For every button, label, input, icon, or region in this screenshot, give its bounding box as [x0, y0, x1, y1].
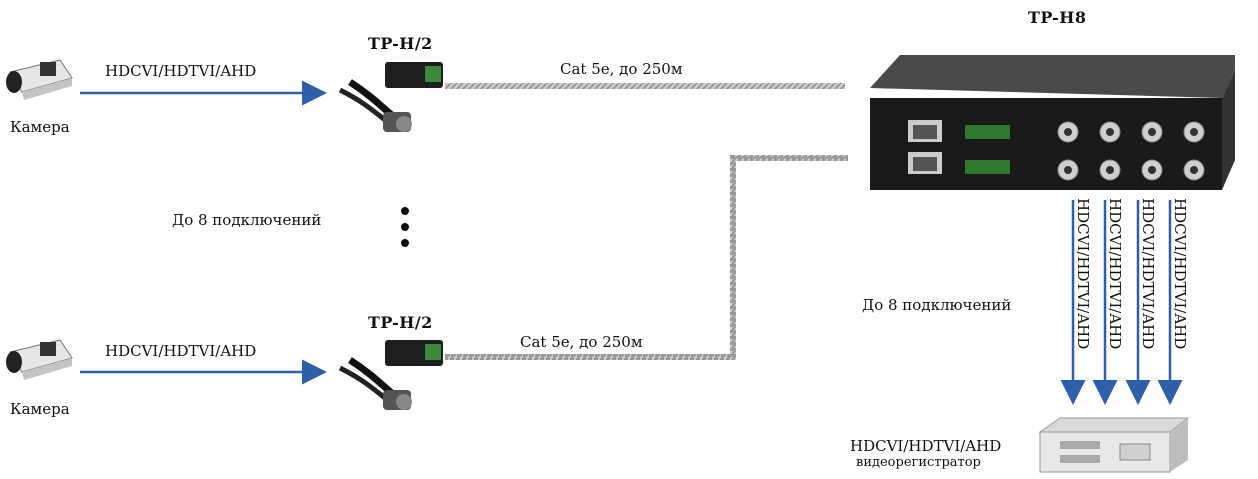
- out-signal-label-2: HDCVI/HDTVI/AHD: [1106, 198, 1124, 350]
- camera-bottom-icon: [6, 339, 73, 380]
- cable-label-top: Cat 5e, до 250м: [560, 60, 683, 78]
- out-signal-label-3: HDCVI/HDTVI/AHD: [1139, 198, 1157, 350]
- transmitter-top-icon: [338, 62, 443, 132]
- camera-top-icon: [6, 59, 73, 100]
- recorder-device-icon: [1038, 417, 1190, 473]
- cable-top: [445, 83, 845, 89]
- hub-device-icon: [870, 55, 1235, 190]
- cable-bottom: [445, 155, 848, 360]
- signal-label-top: HDCVI/HDTVI/AHD: [105, 62, 257, 80]
- recorder-label-line1: HDCVI/HDTVI/AHD: [850, 437, 1002, 455]
- out-signal-label-4: HDCVI/HDTVI/AHD: [1171, 198, 1189, 350]
- signal-label-bottom: HDCVI/HDTVI/AHD: [105, 342, 257, 360]
- transmitter-bottom-icon: [338, 340, 443, 410]
- camera-label-bottom: Камера: [10, 400, 70, 418]
- transmitter-label-bottom: TP-H/2: [368, 313, 433, 332]
- camera-label-top: Камера: [10, 118, 70, 136]
- ellipsis-dot-3: [401, 239, 409, 247]
- cable-label-bottom: Cat 5e, до 250м: [520, 333, 643, 351]
- hub-label: TP-H8: [1028, 8, 1087, 27]
- connections-label-left: До 8 подключений: [172, 211, 322, 229]
- ellipsis-dot-2: [401, 223, 409, 231]
- connections-label-right: До 8 подключений: [862, 296, 1012, 314]
- transmitter-label-top: TP-H/2: [368, 34, 433, 53]
- recorder-label-line2: видеорегистратор: [856, 455, 981, 470]
- ellipsis-dot-1: [401, 207, 409, 215]
- out-signal-label-1: HDCVI/HDTVI/AHD: [1074, 198, 1092, 350]
